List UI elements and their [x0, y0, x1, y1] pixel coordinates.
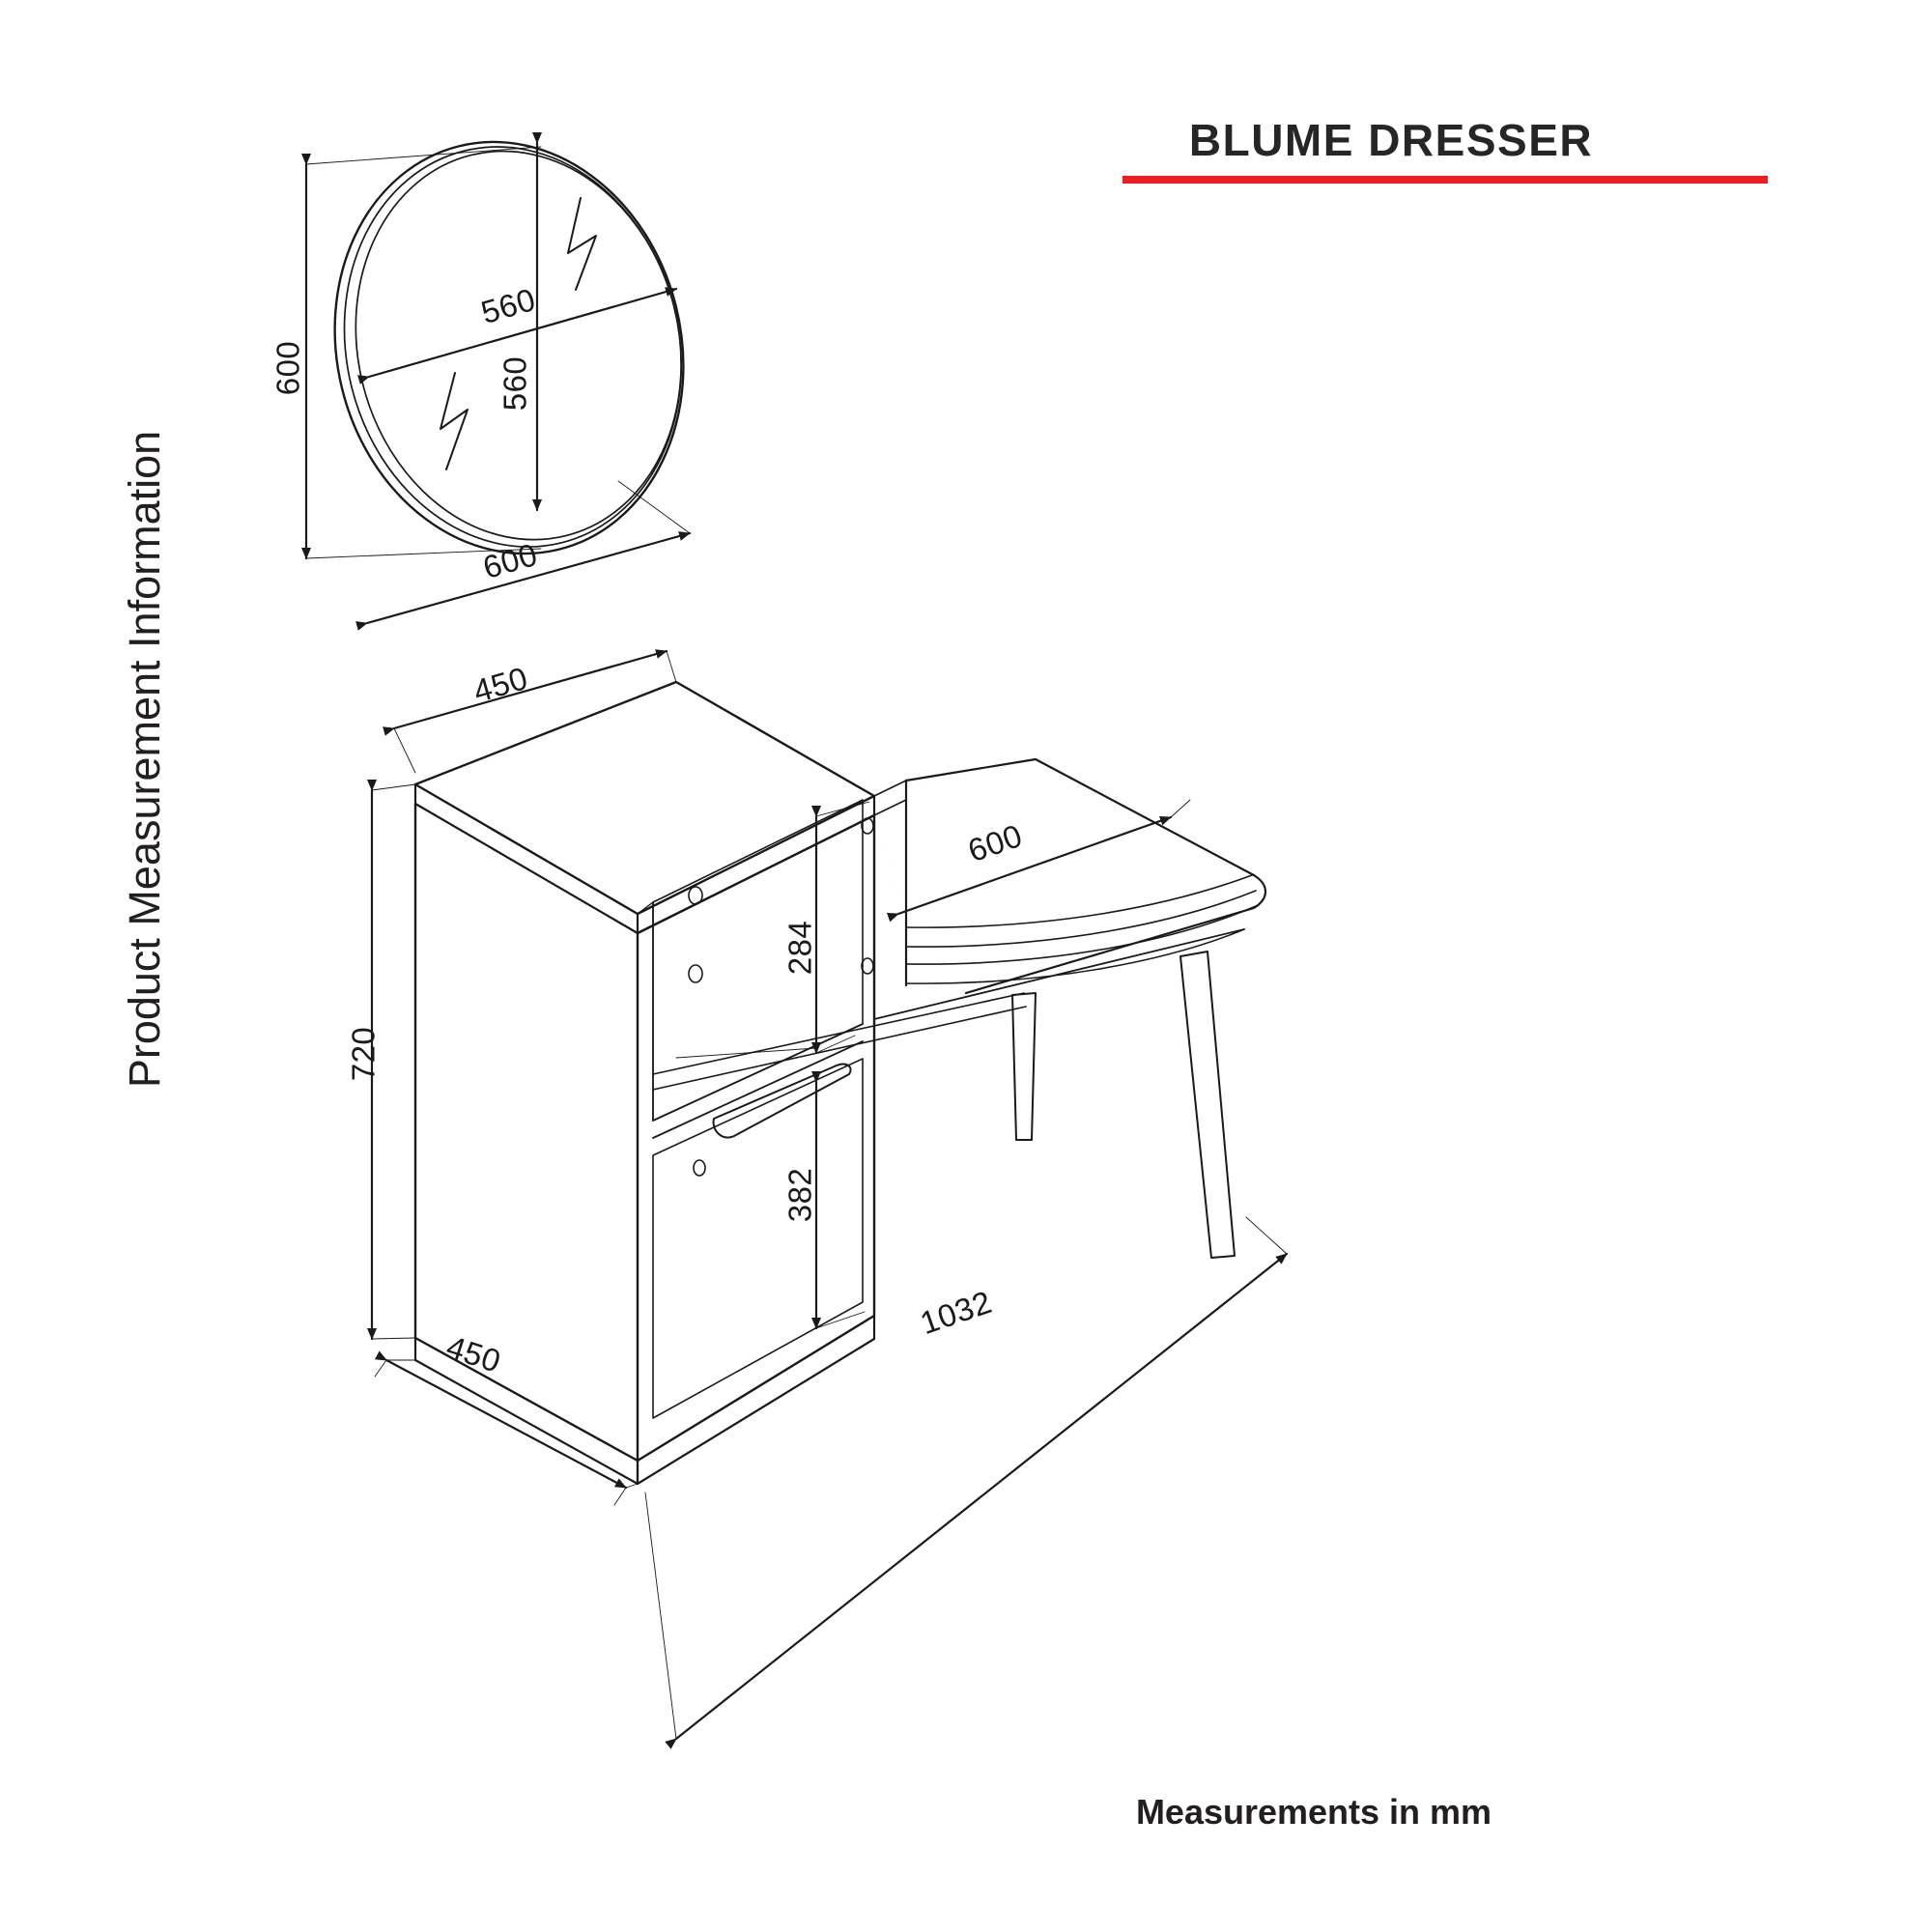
dim-base-depth: [374, 1350, 639, 1506]
dim-total-height: [367, 780, 416, 1341]
dim-label-mirror-height: 600: [270, 340, 306, 396]
dim-desk-width: [886, 799, 1191, 923]
dim-mirror-height: [301, 146, 542, 560]
dim-label-upper-compartment: 284: [781, 920, 818, 976]
dim-drawer-height: [811, 1071, 866, 1330]
dim-label-drawer-height: 382: [781, 1167, 818, 1223]
footer-measurement-unit-note: Measurements in mm: [1135, 1792, 1492, 1832]
desk-legs: [1011, 951, 1236, 1259]
title-underline-rule: [1122, 176, 1768, 184]
page-title: BLUME DRESSER: [1188, 115, 1594, 165]
dim-mirror-width: [355, 480, 692, 631]
dim-total-width: [644, 1216, 1289, 1749]
dim-label-total-height: 720: [345, 1026, 382, 1082]
dim-top-depth: [383, 649, 677, 774]
desk-extension: [873, 757, 1267, 1020]
dim-label-mirror-glass-height: 560: [497, 355, 533, 412]
mirror-illustration: [333, 140, 685, 555]
desk-rail: [652, 992, 1027, 1091]
dim-upper-compartment: [811, 801, 870, 1055]
dim-mirror-glass-width: [357, 287, 678, 384]
dim-leader-mid: [675, 1047, 817, 1059]
